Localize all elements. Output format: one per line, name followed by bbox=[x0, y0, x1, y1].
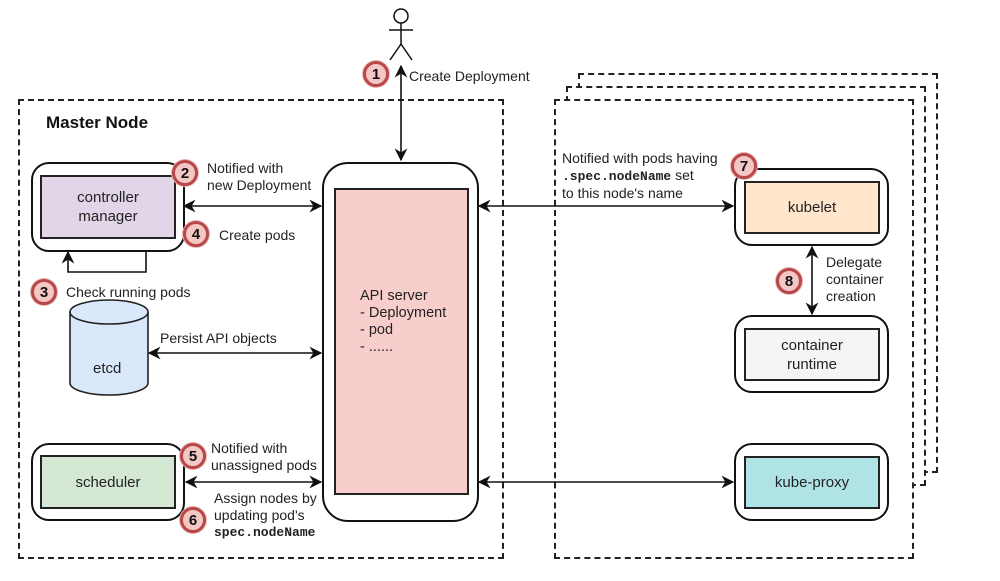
kube-proxy-box[interactable]: kube-proxy bbox=[744, 456, 880, 509]
step-badge-3: 3 bbox=[31, 279, 57, 305]
step-1-label: Create Deployment bbox=[409, 68, 530, 84]
step-7-set: set bbox=[675, 167, 694, 183]
actor-icon bbox=[389, 8, 413, 61]
step-8-label: Delegate container creation bbox=[826, 254, 884, 305]
kubelet-box[interactable]: kubelet bbox=[744, 181, 880, 234]
kubelet-label: kubelet bbox=[787, 199, 837, 216]
step-5-line-2: unassigned pods bbox=[211, 457, 317, 473]
step-5-label: Notified with unassigned pods bbox=[211, 440, 317, 474]
step-badge-2: 2 bbox=[172, 160, 198, 186]
step-6-label: Assign nodes by updating pod's spec.node… bbox=[214, 490, 317, 541]
step-4-label: Create pods bbox=[219, 227, 296, 243]
api-server-item-more: - ...... bbox=[360, 339, 394, 355]
step-badge-4: 4 bbox=[183, 221, 209, 247]
controller-manager-box[interactable]: controller manager bbox=[40, 175, 176, 239]
master-node-title: Master Node bbox=[46, 113, 149, 132]
step-8-line-1: Delegate bbox=[826, 254, 883, 270]
api-server-item-deployment: - Deployment bbox=[360, 305, 447, 321]
step-badge-1: 1 bbox=[363, 61, 389, 87]
step-6-line-1: Assign nodes by bbox=[214, 490, 317, 506]
step-7-line-1: Notified with pods having bbox=[562, 150, 718, 166]
etcd-label[interactable]: etcd bbox=[93, 360, 122, 377]
api-server-item-pod: - pod bbox=[360, 322, 394, 338]
controller-manager-label-1: controller bbox=[77, 189, 139, 206]
container-runtime-label-2: runtime bbox=[786, 355, 838, 373]
step-7-label: Notified with pods having .spec.nodeName… bbox=[562, 150, 718, 202]
container-runtime-label-1: container bbox=[781, 336, 843, 354]
edge-controller-loop bbox=[61, 250, 147, 273]
step-badge-6: 6 bbox=[180, 507, 206, 533]
step-badge-7: 7 bbox=[731, 153, 757, 179]
step-2-line-2: new Deployment bbox=[207, 177, 312, 193]
step-5-line-1: Notified with bbox=[211, 440, 288, 456]
scheduler-box[interactable]: scheduler bbox=[40, 455, 176, 509]
step-7-code: .spec.nodeName bbox=[562, 169, 672, 184]
step-2-label: Notified with new Deployment bbox=[207, 160, 311, 194]
step-6-line-3: spec.nodeName bbox=[214, 525, 316, 540]
persist-label: Persist API objects bbox=[160, 330, 277, 346]
api-server-box[interactable]: API server - Deployment - pod - ...... bbox=[334, 188, 469, 495]
controller-manager-label-2: manager bbox=[78, 208, 138, 225]
step-badge-5: 5 bbox=[180, 443, 206, 469]
step-8-line-3: creation bbox=[826, 288, 876, 304]
step-6-line-2: updating pod's bbox=[214, 507, 305, 523]
etcd-cylinder bbox=[69, 299, 149, 396]
step-badge-8: 8 bbox=[776, 268, 802, 294]
scheduler-label: scheduler bbox=[75, 473, 141, 491]
api-server-title: API server bbox=[360, 288, 428, 304]
step-8-line-2: container bbox=[826, 271, 884, 287]
step-7-line-3: to this node's name bbox=[562, 185, 683, 201]
step-7-line-2: .spec.nodeName set bbox=[562, 167, 718, 185]
step-2-line-1: Notified with bbox=[207, 160, 284, 176]
kube-proxy-label: kube-proxy bbox=[774, 474, 850, 491]
step-3-label: Check running pods bbox=[66, 284, 191, 300]
